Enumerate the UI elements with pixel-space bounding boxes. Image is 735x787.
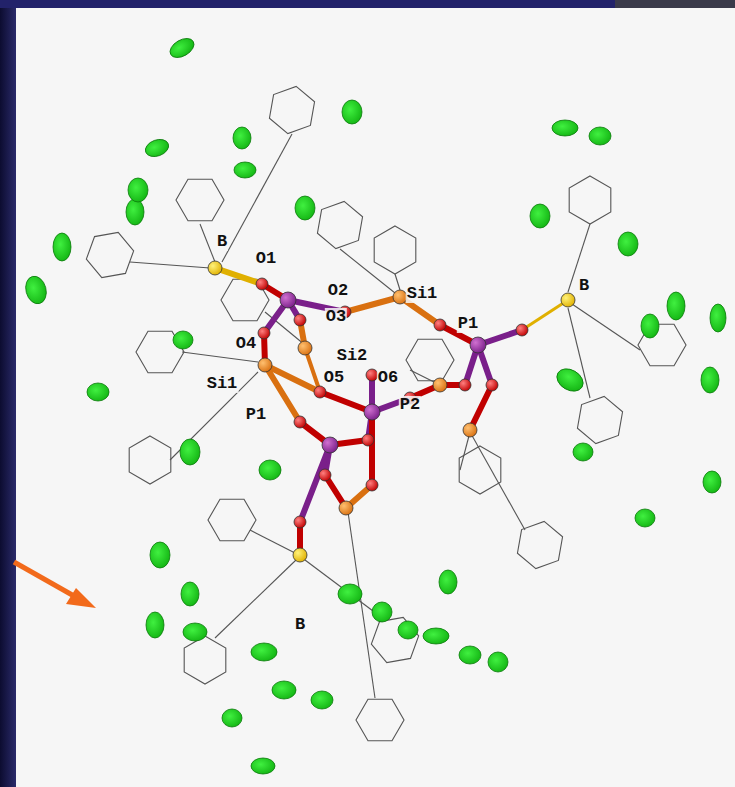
atom-label: O5 [323,369,345,387]
atom-label: Si2 [336,347,369,365]
atom-label: O6 [377,369,399,387]
atom-label: P2 [399,396,421,414]
atom-label: B [216,233,228,251]
core-atoms [208,261,575,562]
top-band [0,0,615,8]
atom-label: P1 [457,315,479,333]
pointer-arrow [14,562,96,608]
atom-label: O4 [235,335,257,353]
atom-label: B [578,277,590,295]
phenyl-rings [82,83,692,751]
atom-label: O2 [327,282,349,300]
core-bonds [215,268,568,555]
atom-label: P1 [245,406,267,424]
atom-label: Si1 [406,285,439,303]
side-band [0,0,16,787]
fluorine-atoms [23,35,726,774]
atom-label: B [294,616,306,634]
atom-label: O3 [325,308,347,326]
atom-label: O1 [255,250,277,268]
atom-label: Si1 [206,375,239,393]
